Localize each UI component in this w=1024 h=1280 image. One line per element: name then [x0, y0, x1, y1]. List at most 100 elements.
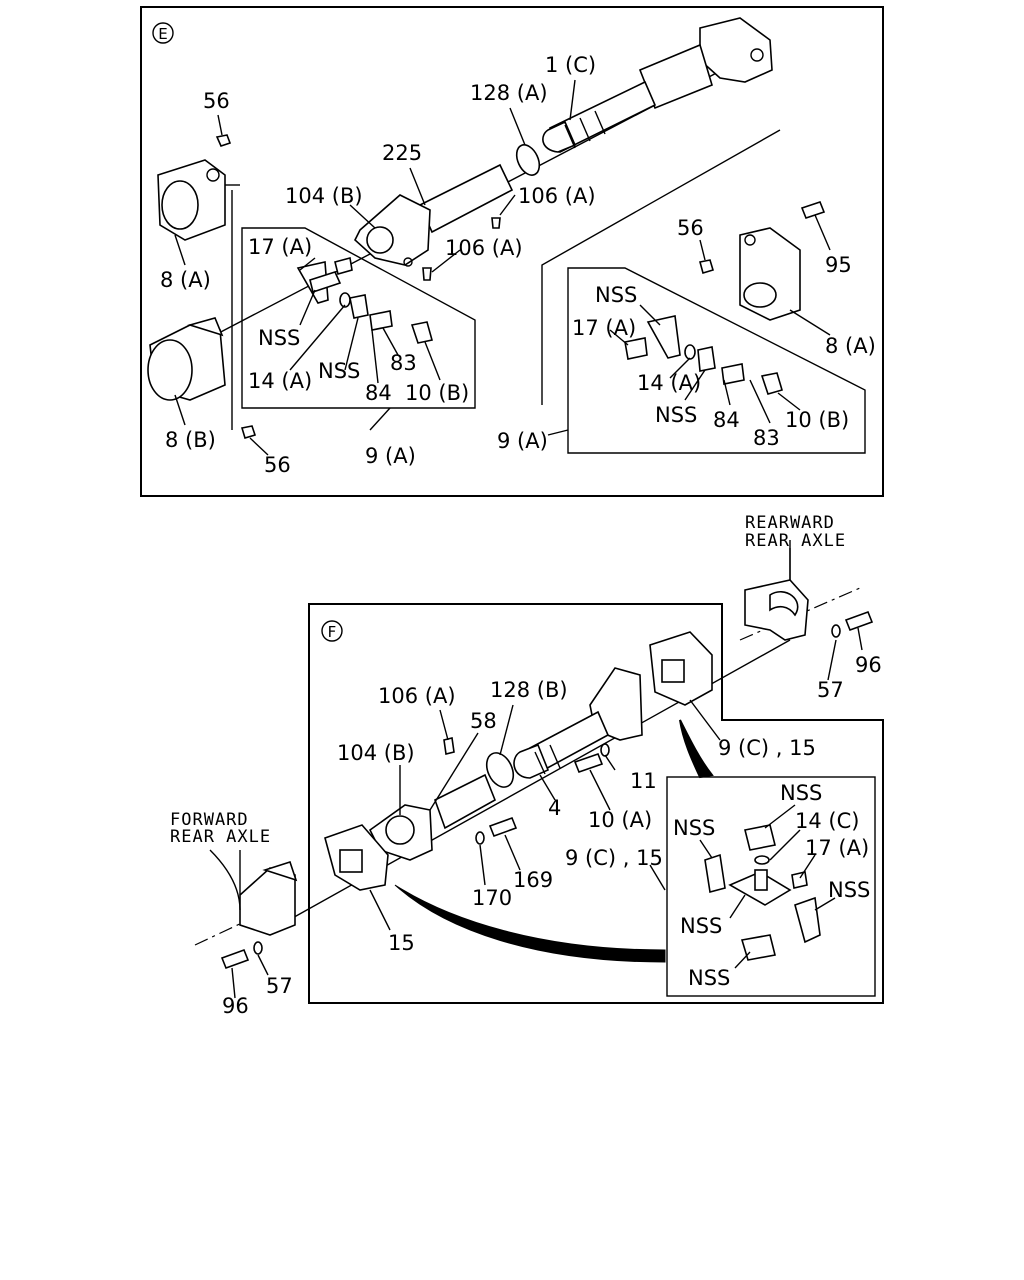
section-f-frame	[308, 603, 884, 1004]
label-10b-right: 10 (B)	[785, 408, 849, 432]
label-14a-left: 14 (A)	[248, 369, 312, 393]
e-inset-right-parts	[624, 315, 783, 395]
section-e-marker: E	[158, 25, 167, 43]
e-inset-left	[241, 227, 476, 409]
label-84-left: 84	[365, 381, 392, 405]
tube-yoke-225	[354, 163, 514, 267]
label-56-top: 56	[203, 89, 230, 113]
seal-ring-128a	[515, 144, 541, 176]
label-17a-left: 17 (A)	[248, 235, 312, 259]
label-9c15-top: 9 (C) , 15	[718, 736, 816, 760]
label-106a-2: 106 (A)	[445, 236, 523, 260]
flange-yoke-8b	[147, 317, 226, 401]
bolt-10a	[573, 752, 604, 774]
label-11: 11	[630, 769, 657, 793]
label-95: 95	[825, 253, 852, 277]
bolt-95	[800, 201, 826, 219]
label-128b: 128 (B)	[490, 678, 568, 702]
label-nss-f-4: NSS	[680, 914, 722, 938]
label-104b: 104 (B)	[285, 184, 363, 208]
f-inset-parts	[704, 824, 821, 961]
label-8a-right: 8 (A)	[825, 334, 876, 358]
label-225: 225	[382, 141, 422, 165]
label-10a: 10 (A)	[588, 808, 652, 832]
label-nss-right-2: NSS	[655, 403, 697, 427]
flange-yoke-8a-right	[739, 227, 801, 321]
label-nss-right-1: NSS	[595, 283, 637, 307]
section-f-marker: F	[328, 623, 337, 641]
section-f: F	[170, 513, 884, 1018]
label-84-right: 84	[713, 408, 740, 432]
bolt-96-left	[220, 948, 250, 970]
label-nss-f-2: NSS	[780, 781, 822, 805]
washer-57-left	[253, 941, 263, 955]
label-58: 58	[470, 709, 497, 733]
label-forward-1: FORWARD	[170, 810, 249, 830]
label-128a: 128 (A)	[470, 81, 548, 105]
label-8b: 8 (B)	[165, 428, 216, 452]
label-57-left: 57	[266, 974, 293, 998]
label-nss-left-1: NSS	[258, 326, 300, 350]
label-15: 15	[388, 931, 415, 955]
label-170: 170	[472, 886, 512, 910]
label-nss-left-2: NSS	[318, 359, 360, 383]
label-14a-right: 14 (A)	[637, 371, 701, 395]
label-57-right: 57	[817, 678, 844, 702]
callout-swoosh-top	[679, 719, 714, 779]
section-f-marker-circle	[321, 620, 343, 642]
label-8a-left: 8 (A)	[160, 268, 211, 292]
washer-170	[475, 831, 485, 845]
label-forward-2: REAR AXLE	[170, 827, 271, 847]
nut-56-top	[215, 134, 232, 147]
slip-yoke-shaft-1c	[542, 17, 773, 154]
label-104b-f: 104 (B)	[337, 741, 415, 765]
label-nss-f-1: NSS	[673, 816, 715, 840]
label-17a-right: 17 (A)	[572, 316, 636, 340]
grease-fitting-106a-1	[491, 217, 501, 229]
label-9a-left: 9 (A)	[365, 444, 416, 468]
e-inset-left-parts	[296, 257, 433, 344]
label-9c15-inset: 9 (C) , 15	[565, 846, 663, 870]
u-joint-9c-15-top	[649, 631, 713, 706]
forward-axle-yoke	[209, 849, 298, 936]
f-leaders	[231, 548, 863, 999]
label-83-left: 83	[390, 351, 417, 375]
label-17a-f: 17 (A)	[805, 836, 869, 860]
washer-57-right	[831, 624, 841, 638]
f-front-axle-line	[194, 904, 281, 946]
bolt-96-right	[844, 610, 874, 632]
label-169: 169	[513, 868, 553, 892]
grease-fitting-106a-f	[443, 737, 455, 755]
washer-11	[600, 743, 610, 757]
label-14c: 14 (C)	[795, 809, 859, 833]
label-96-right: 96	[855, 653, 882, 677]
f-inset-box	[666, 776, 876, 997]
section-e: E	[140, 6, 884, 497]
label-4: 4	[548, 796, 561, 820]
callout-swoosh-bottom	[394, 884, 666, 963]
section-e-marker-circle	[152, 22, 174, 44]
label-9a-right: 9 (A)	[497, 429, 548, 453]
e-inset-right	[567, 267, 866, 454]
label-1c: 1 (C)	[545, 53, 596, 77]
label-56-right: 56	[677, 216, 704, 240]
label-10b-left: 10 (B)	[405, 381, 469, 405]
label-nss-f-3: NSS	[828, 878, 870, 902]
e-leaders	[174, 79, 831, 456]
label-56-bottom: 56	[264, 453, 291, 477]
label-nss-f-5: NSS	[688, 966, 730, 990]
grease-fitting-106a-2	[422, 267, 432, 281]
rearward-axle-yoke	[744, 540, 809, 641]
label-83-right: 83	[753, 426, 780, 450]
flange-yoke-8a-left	[157, 159, 226, 241]
label-106a-1: 106 (A)	[518, 184, 596, 208]
label-106a-f: 106 (A)	[378, 684, 456, 708]
label-96-left: 96	[222, 994, 249, 1018]
nut-56-bottom	[240, 425, 257, 439]
u-joint-15-left	[324, 824, 389, 891]
section-e-frame	[140, 6, 884, 497]
label-rearward-1: REARWARD	[745, 513, 835, 533]
nut-56-right	[699, 259, 714, 275]
bolt-169	[488, 816, 518, 838]
